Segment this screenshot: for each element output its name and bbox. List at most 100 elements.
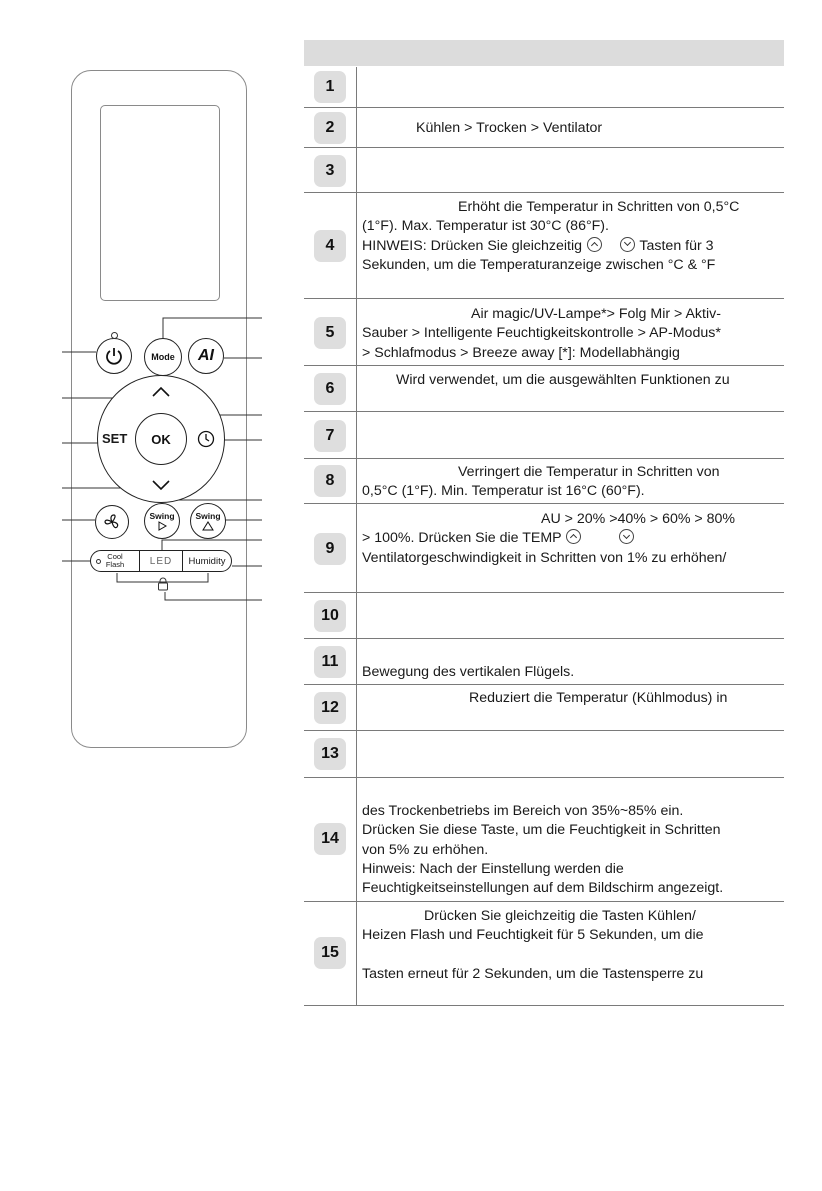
table-row: 4 Erhöht die Temperatur in Schritten von… <box>304 193 784 299</box>
chevron-up-icon <box>152 386 170 397</box>
set-button-label: SET <box>102 431 128 446</box>
row-text: Air magic/UV-Lampe*> Folg Mir > Aktiv- <box>471 306 721 322</box>
row-number: 7 <box>314 420 346 452</box>
power-icon <box>106 348 122 365</box>
power-indicator <box>111 332 118 339</box>
swing-vertical-label: Swing <box>149 511 175 521</box>
table-row: 8 Verringert die Temperatur in Schritten… <box>304 459 784 504</box>
ok-button[interactable]: OK <box>135 413 187 465</box>
swing-horizontal-button[interactable]: Swing <box>190 503 226 539</box>
temp-up-button[interactable] <box>151 385 171 403</box>
cool-flash-indicator <box>96 559 101 564</box>
swing-vertical-icon <box>158 521 167 531</box>
timer-button[interactable] <box>197 430 215 453</box>
chevron-down-icon <box>618 529 634 545</box>
remote-control-body <box>71 70 247 748</box>
table-row: 1 <box>304 67 784 108</box>
row-number: 12 <box>314 692 346 724</box>
row-number: 14 <box>314 823 346 855</box>
temp-down-button[interactable] <box>151 478 171 496</box>
num-cell <box>304 299 357 365</box>
row-text-with-icons: HINWEIS: Drücken Sie gleichzeitig Tasten… <box>362 236 780 256</box>
row-text: von 5% zu erhöhen. <box>362 841 489 858</box>
num-cell <box>304 193 357 298</box>
table-row: 7 <box>304 412 784 459</box>
row-text-blank <box>362 946 780 965</box>
num-cell <box>304 504 357 592</box>
num-cell <box>304 639 357 684</box>
table-row: 5 Air magic/UV-Lampe*> Folg Mir > Aktiv-… <box>304 299 784 366</box>
chevron-down-icon <box>619 236 635 252</box>
table-row: 6 Wird verwendet, um die ausgewählten Fu… <box>304 366 784 412</box>
set-button[interactable]: SET <box>102 431 127 446</box>
row-text: Verringert die Temperatur in Schritten v… <box>458 464 720 480</box>
table-row: 11 Bewegung des vertikalen Flügels. <box>304 639 784 685</box>
mode-button[interactable]: Mode <box>144 338 182 376</box>
num-cell <box>304 593 357 638</box>
row-text: Reduziert die Temperatur (Kühlmodus) in <box>469 690 728 706</box>
ai-button-label: AI <box>198 347 214 364</box>
row-number: 2 <box>314 112 346 144</box>
swing-horizontal-label: Swing <box>195 511 221 521</box>
row-text: des Trockenbetriebs im Bereich von 35%~8… <box>362 803 684 819</box>
row-number: 9 <box>314 533 346 565</box>
table-header <box>304 40 784 66</box>
table-row: 12 Reduziert die Temperatur (Kühlmodus) … <box>304 685 784 731</box>
chevron-down-icon <box>152 480 170 491</box>
num-cell <box>304 108 357 147</box>
row-text: Sauber > Intelligente Feuchtigkeitskontr… <box>362 325 721 342</box>
humidity-button-label: Humidity <box>188 555 226 567</box>
lock-icon-wrap <box>157 577 169 596</box>
table-row: 2 Kühlen > Trocken > Ventilator <box>304 108 784 148</box>
led-button-label: LED <box>149 555 173 567</box>
chevron-up-icon <box>586 236 602 252</box>
row-text: HINWEIS: Drücken Sie gleichzeitig <box>362 237 582 254</box>
row-number: 1 <box>314 71 346 103</box>
power-button[interactable] <box>96 338 132 374</box>
num-cell <box>304 67 357 107</box>
table-row: 3 <box>304 148 784 193</box>
humidity-button[interactable]: Humidity <box>182 550 232 572</box>
row-text: Feuchtigkeitseinstellungen auf dem Bilds… <box>362 880 724 897</box>
num-cell <box>304 902 357 1005</box>
fan-icon <box>104 514 119 529</box>
ok-button-label: OK <box>151 431 171 447</box>
led-button[interactable]: LED <box>140 550 182 572</box>
table-row: 13 <box>304 731 784 778</box>
row-number: 6 <box>314 373 346 405</box>
row-number: 5 <box>314 317 346 349</box>
row-text: Drücken Sie gleichzeitig die Tasten Kühl… <box>424 908 696 924</box>
row-number: 4 <box>314 230 346 262</box>
num-cell <box>304 148 357 192</box>
row-text: > 100%. Drücken Sie die TEMP <box>362 530 562 547</box>
lock-icon <box>158 577 168 591</box>
fan-speed-button[interactable] <box>95 505 129 539</box>
row-number: 11 <box>314 646 346 678</box>
row-text: Heizen Flash und Feuchtigkeit für 5 Seku… <box>362 927 704 944</box>
row-text: Sekunden, um die Temperaturanzeige zwisc… <box>362 256 716 273</box>
row-text: AU > 20% >40% > 60% > 80% <box>541 511 736 527</box>
row-text: Tasten für 3 <box>639 237 714 254</box>
row-text: Kühlen > Trocken > Ventilator <box>416 120 603 136</box>
num-cell <box>304 778 357 901</box>
clock-icon <box>197 430 215 448</box>
mode-button-label: Mode <box>151 352 175 362</box>
row-text: Tasten erneut für 2 Sekunden, um die Tas… <box>362 965 704 982</box>
cool-flash-button[interactable]: Cool Flash <box>90 550 140 572</box>
remote-display-screen <box>100 105 220 301</box>
row-number: 13 <box>314 738 346 770</box>
row-text: Erhöht die Temperatur in Schritten von 0… <box>458 199 740 215</box>
num-cell <box>304 366 357 411</box>
swing-horizontal-icon <box>202 521 214 531</box>
row-text: Bewegung des vertikalen Flügels. <box>362 664 575 680</box>
ai-button[interactable]: AI <box>188 338 224 374</box>
cool-flash-label-2: Flash <box>105 560 125 569</box>
table-row: 10 <box>304 593 784 639</box>
num-cell <box>304 685 357 730</box>
row-number: 3 <box>314 155 346 187</box>
row-text: (1°F). Max. Temperatur ist 30°C (86°F). <box>362 218 609 235</box>
swing-vertical-button[interactable]: Swing <box>144 503 180 539</box>
table-row: 14 des Trockenbetriebs im Bereich von 35… <box>304 778 784 902</box>
row-text: 0,5°C (1°F). Min. Temperatur ist 16°C (6… <box>362 483 645 500</box>
row-text: > Schlafmodus > Breeze away [*]: Modella… <box>362 344 680 361</box>
